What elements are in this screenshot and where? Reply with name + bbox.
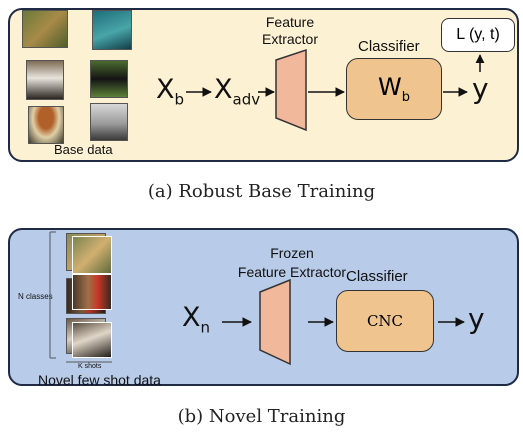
adversarial-input-xadv: Xadv [214, 74, 261, 109]
k-shots-label: K shots [78, 363, 102, 370]
loss-box: L (y, t) [441, 18, 515, 52]
classifier-wb-box: Wb [346, 58, 442, 120]
classifier-label-b: Classifier [346, 268, 408, 285]
lion-image-2 [72, 236, 112, 274]
fish-image [92, 10, 132, 50]
input-xb: Xb [156, 74, 185, 109]
output-y-a: y [472, 72, 489, 105]
n-classes-label: N classes [18, 292, 53, 301]
output-y-b: y [468, 302, 485, 335]
novel-few-shot-data-label: Novel few shot data [38, 372, 161, 388]
fox-image [22, 10, 68, 48]
frozen-feature-extractor-label: Frozen Feature Extractor [237, 245, 347, 280]
feature-extractor-trapezoid [275, 48, 307, 132]
dog-image [26, 60, 64, 100]
ferret-image-2 [72, 322, 112, 358]
feature-extractor-label: Feature Extractor [261, 14, 318, 47]
frozen-extractor-trapezoid [259, 278, 291, 366]
caption-a: (a) Robust Base Training [147, 181, 376, 202]
base-data-label: Base data [54, 142, 113, 157]
cnc-box: CNC [336, 290, 434, 352]
black-dog-image [90, 60, 128, 98]
caption-b: (b) Novel Training [177, 406, 346, 427]
input-xn: Xn [182, 302, 211, 337]
ship-image [90, 103, 128, 141]
classifier-label: Classifier [358, 38, 420, 55]
vases-image-2 [72, 274, 112, 310]
mushroom-image [28, 106, 64, 144]
